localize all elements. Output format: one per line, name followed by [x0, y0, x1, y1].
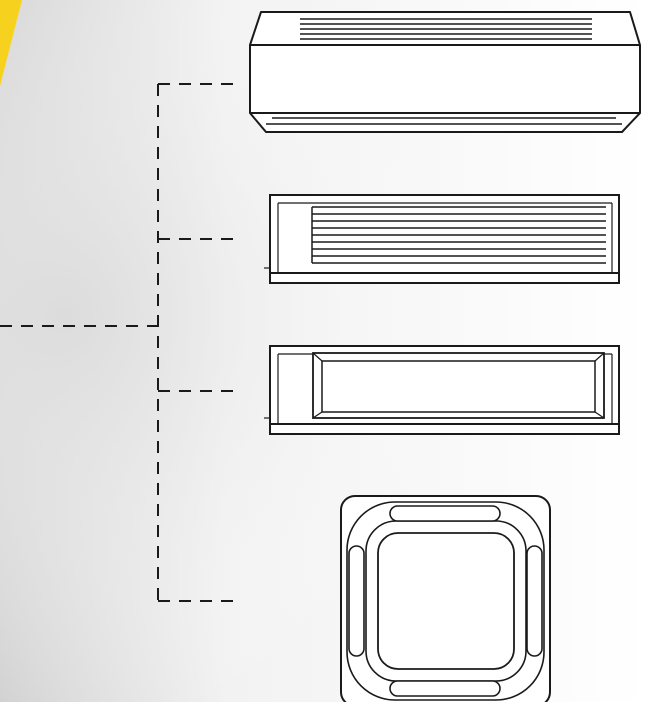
ceiling-cassette-ac-unit-icon — [340, 495, 551, 702]
connector-lines — [0, 83, 240, 602]
ducted-ac-unit-panel-icon — [264, 345, 620, 435]
wall-mounted-ac-unit-icon — [249, 11, 641, 133]
yellow-accent-stripe — [0, 0, 22, 86]
ducted-ac-unit-slatted-grille-icon — [264, 194, 620, 284]
